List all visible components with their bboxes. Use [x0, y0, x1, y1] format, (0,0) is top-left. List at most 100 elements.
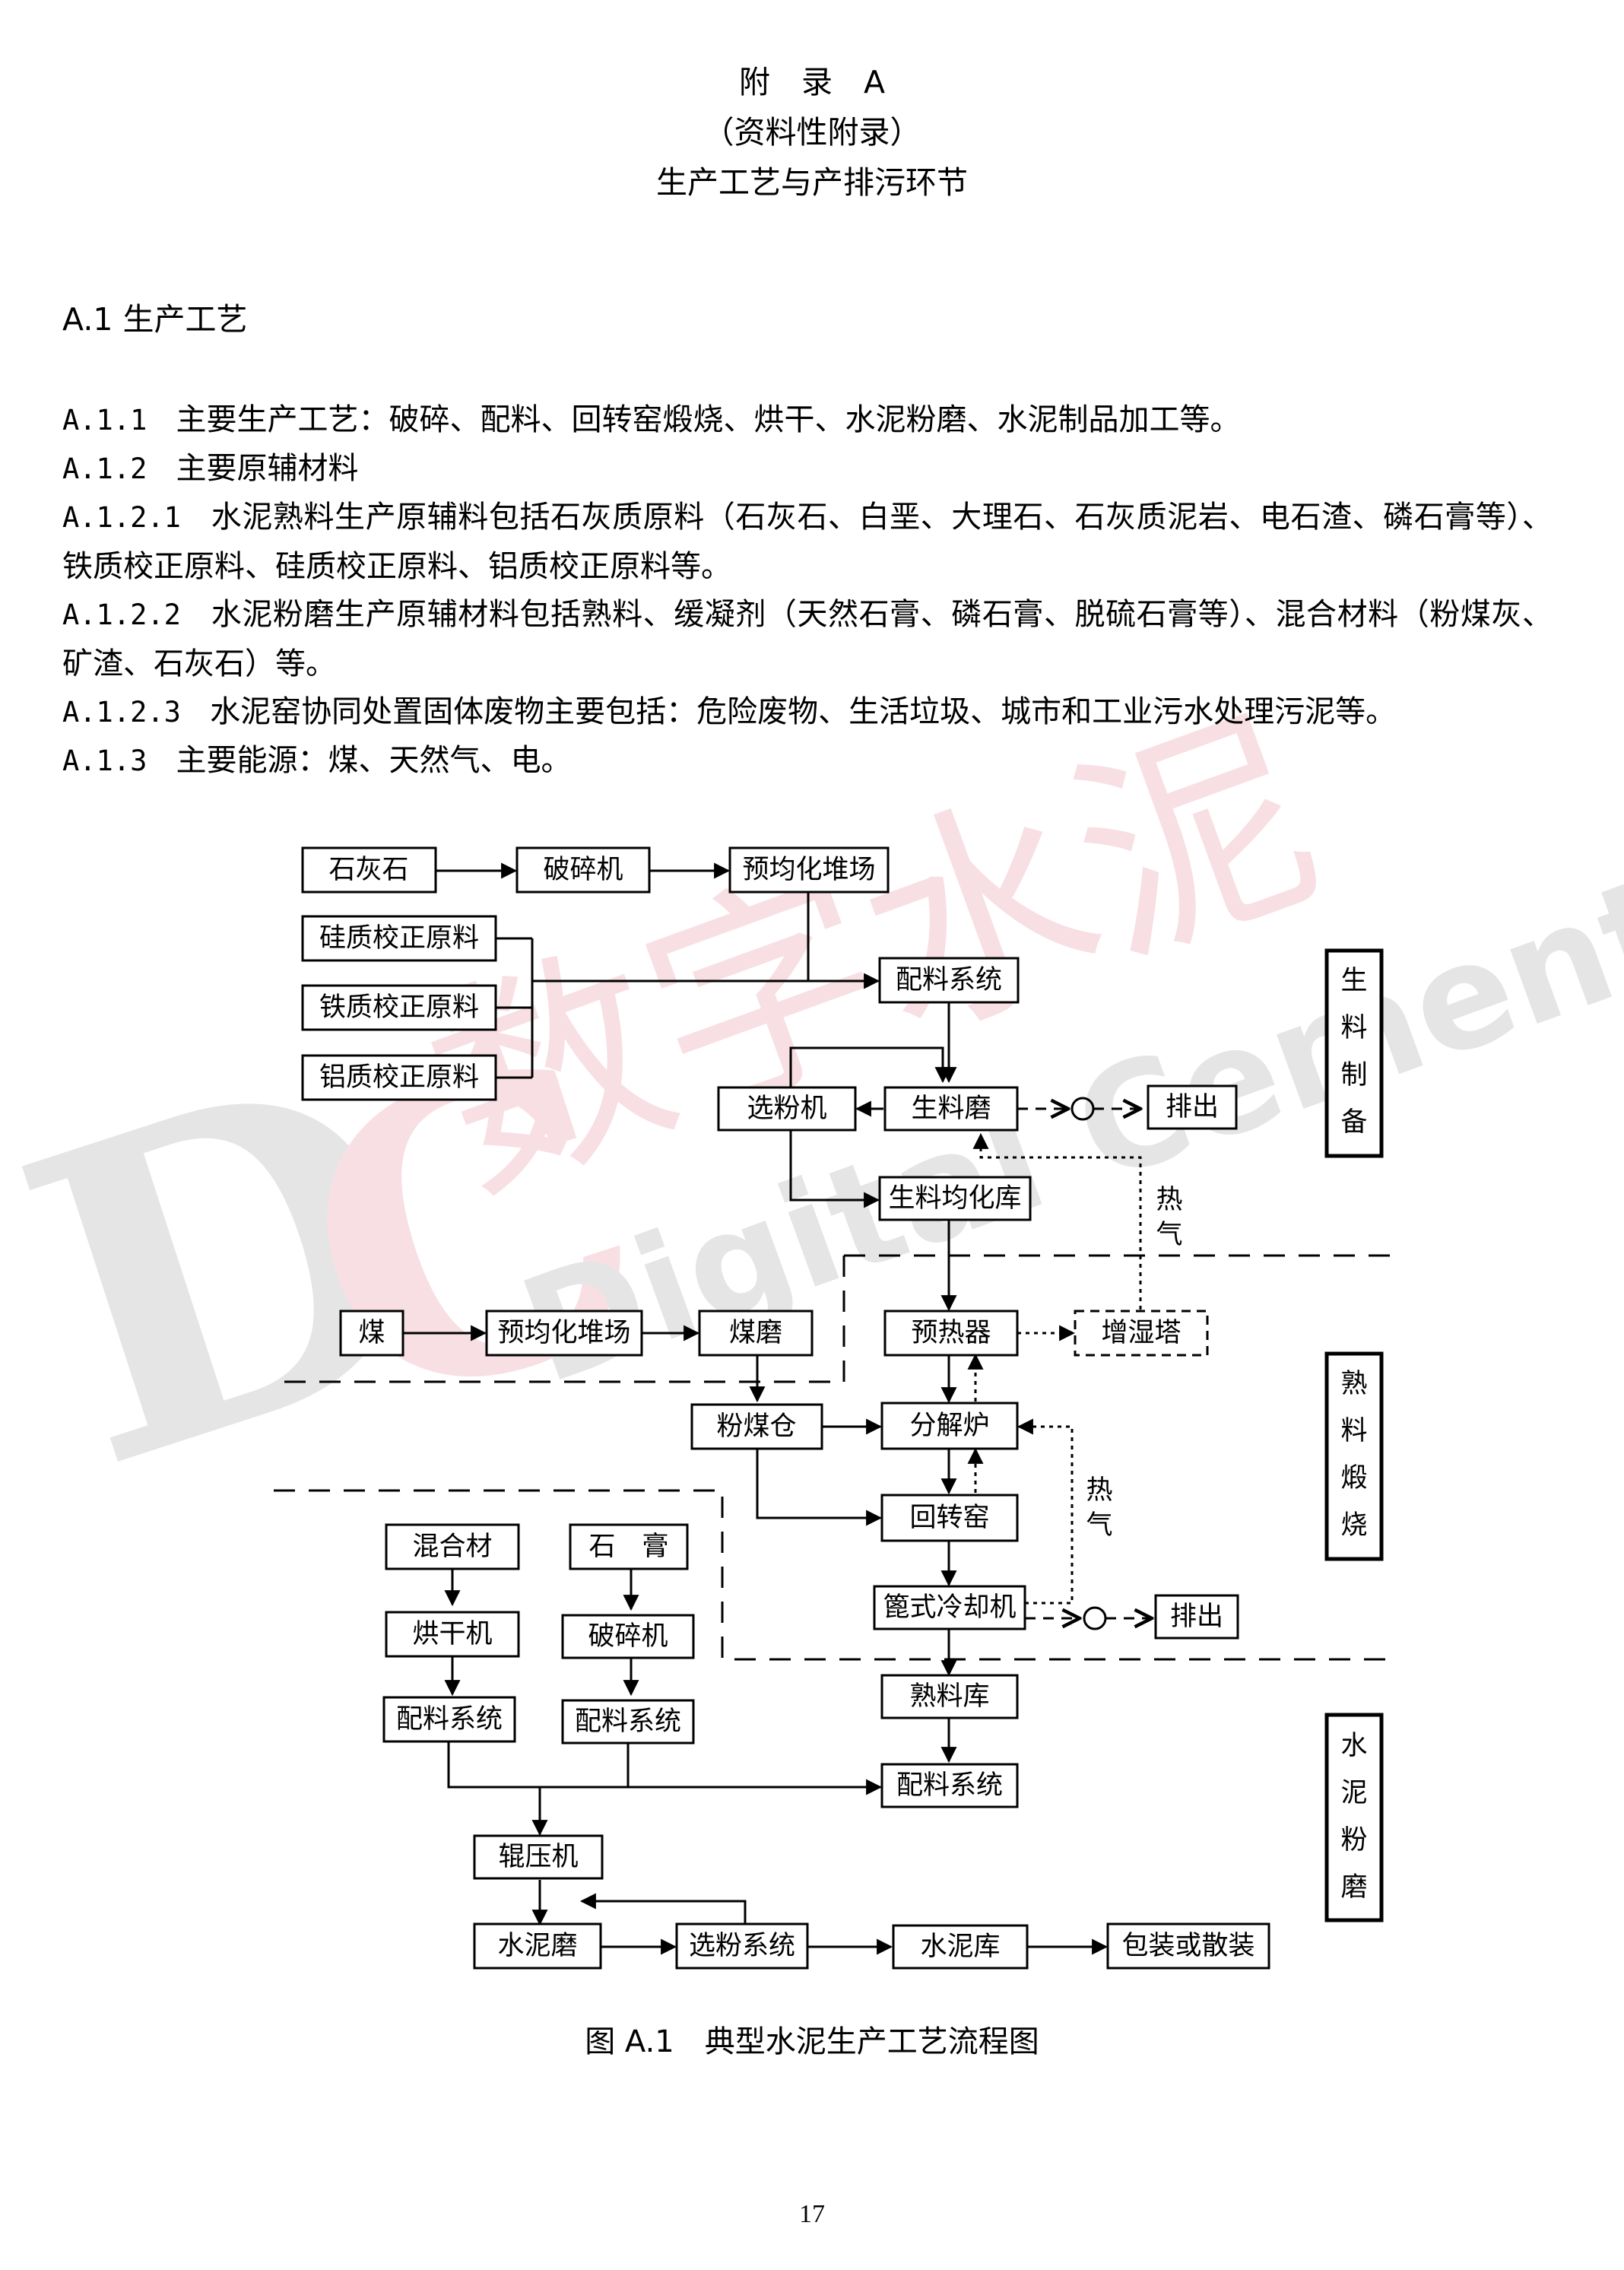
label-batching-3: 配料系统 [575, 1706, 681, 1737]
box-coal-prehomogenization [485, 1310, 643, 1357]
box-limestone [301, 846, 437, 894]
label-preheater: 预热器 [911, 1318, 991, 1348]
hot-gas-label: 气 [1156, 1220, 1182, 1250]
box-raw-meal-silo [878, 1176, 1032, 1221]
label-raw-mill: 生料磨 [911, 1094, 991, 1124]
box-coal-mill [698, 1310, 814, 1357]
label-crusher: 破碎机 [543, 855, 623, 885]
box-silica-corrective [301, 915, 497, 962]
box-crusher-2 [561, 1614, 695, 1659]
box-batching-4 [880, 1763, 1019, 1808]
label-coal: 煤 [358, 1318, 385, 1348]
stage-divider [274, 1256, 845, 1383]
paragraph: A.1.2.1 水泥熟料生产原辅料包括石灰质原料（石灰石、白垩、大理石、石灰质泥… [62, 493, 1553, 591]
label-coal-prehomogenization: 预均化堆场 [497, 1318, 630, 1348]
box-cement-mill [473, 1922, 602, 1970]
paragraph: A.1.2.2 水泥粉磨生产原辅材料包括熟料、缓凝剂（天然石膏、磷石膏、脱硫石膏… [62, 590, 1553, 688]
label-prehomogenization: 预均化堆场 [742, 855, 875, 885]
box-exhaust-2 [1154, 1594, 1239, 1640]
label-exhaust: 排出 [1166, 1092, 1219, 1122]
stage-label-raw: 生 [1340, 966, 1367, 996]
hot-gas-label: 热 [1086, 1475, 1112, 1506]
stage-label-clinker: 熟 [1340, 1369, 1367, 1399]
box-coal-bin [690, 1403, 823, 1450]
appendix-title: 生产工艺与产排污环节 [656, 164, 968, 201]
box-cement-silo [892, 1924, 1029, 1970]
label-coal-mill: 煤磨 [729, 1318, 782, 1348]
box-coal [339, 1310, 404, 1357]
label-roller-press: 辊压机 [498, 1842, 578, 1872]
label-admixture: 混合材 [412, 1532, 492, 1562]
paragraph: A.1.1 主要生产工艺：破碎、配料、回转窑煅烧、烘干、水泥粉磨、水泥制品加工等… [62, 395, 1553, 445]
box-gypsum [569, 1523, 689, 1570]
stage-box-raw [1324, 948, 1384, 1158]
paragraph-text: 水泥粉磨生产原辅材料包括熟料、缓凝剂（天然石膏、磷石膏、脱硫石膏等）、混合材料（… [62, 597, 1553, 681]
box-preheater [883, 1310, 1019, 1357]
label-crusher-2: 破碎机 [588, 1621, 668, 1652]
appendix-label: 附 录 A [738, 64, 886, 100]
paragraph-text: 主要生产工艺：破碎、配料、回转窑煅烧、烘干、水泥粉磨、水泥制品加工等。 [176, 402, 1241, 437]
box-packing [1106, 1922, 1270, 1970]
flow-arrow [789, 1129, 880, 1208]
label-calciner: 分解炉 [909, 1411, 989, 1441]
box-humidifier [1074, 1310, 1209, 1357]
label-humidifier: 增湿塔 [1101, 1318, 1181, 1348]
box-exhaust [1147, 1084, 1238, 1130]
label-cement-silo: 水泥库 [920, 1932, 1000, 1962]
paragraph-number: A.1.1 [62, 404, 147, 437]
box-dryer [385, 1611, 520, 1658]
label-silica-corrective: 硅质校正原料 [319, 923, 479, 954]
stage-label-raw: 备 [1340, 1107, 1367, 1138]
paragraph: A.1.2.3 水泥窑协同处置固体废物主要包括：危险废物、生活垃圾、城市和工业污… [62, 687, 1553, 737]
label-limestone: 石灰石 [328, 855, 408, 885]
label-separator-system: 选粉系统 [689, 1931, 795, 1961]
flow-arrow [579, 1893, 747, 1924]
stage-label-clinker: 料 [1340, 1416, 1367, 1446]
box-raw-mill [883, 1086, 1019, 1132]
paragraph-text: 水泥窑协同处置固体废物主要包括：危险废物、生活垃圾、城市和工业污水处理污泥等。 [210, 694, 1397, 729]
hot-gas-label: 气 [1086, 1510, 1112, 1541]
stage-box-grinding [1324, 1713, 1384, 1922]
stage-label-grinding: 粉 [1340, 1825, 1367, 1856]
stage-label-grinding: 泥 [1340, 1778, 1367, 1808]
paragraph-number: A.1.3 [62, 744, 147, 777]
box-separator-system [675, 1922, 809, 1970]
paragraph: A.1.2 主要原辅材料 [62, 444, 1553, 494]
label-clinker-silo: 熟料库 [909, 1681, 989, 1712]
box-prehomogenization [728, 846, 890, 894]
box-roller-press [473, 1834, 604, 1880]
box-clinker-silo [880, 1674, 1019, 1719]
stage-label-clinker: 烧 [1340, 1510, 1367, 1541]
hot-gas-line [972, 1132, 1142, 1310]
paragraph: A.1.3 主要能源：煤、天然气、电。 [62, 736, 1553, 786]
paragraph-number: A.1.2 [62, 452, 147, 485]
section-heading: A.1 生产工艺 [62, 301, 248, 338]
flow-arrow [789, 1046, 951, 1087]
label-batching: 配料系统 [896, 965, 1002, 995]
paragraph-number: A.1.2.3 [62, 696, 181, 729]
stage-label-grinding: 磨 [1340, 1872, 1367, 1903]
box-cooler [873, 1585, 1026, 1630]
stage-box-clinker [1324, 1351, 1384, 1561]
label-exhaust-2: 排出 [1170, 1602, 1223, 1632]
appendix-subtitle: （资料性附录） [703, 114, 921, 151]
flow-arrow [447, 1741, 883, 1795]
label-alumina-corrective: 铝质校正原料 [319, 1062, 479, 1093]
label-iron-corrective: 铁质校正原料 [319, 992, 479, 1023]
hot-gas-label: 热 [1156, 1185, 1182, 1215]
box-kiln [880, 1494, 1019, 1542]
fan-icon [1083, 1606, 1107, 1630]
label-batching-2: 配料系统 [396, 1704, 503, 1735]
box-batching-2 [382, 1696, 516, 1743]
box-batching-3 [561, 1699, 695, 1745]
stage-divider [274, 1489, 1391, 1661]
label-raw-meal-silo: 生料均化库 [888, 1183, 1021, 1214]
box-crusher [515, 846, 651, 894]
stage-label-clinker: 煅 [1340, 1463, 1367, 1494]
label-dryer: 烘干机 [412, 1619, 492, 1649]
stage-label-raw: 料 [1340, 1013, 1367, 1043]
box-alumina-corrective [301, 1054, 497, 1101]
fan-icon [1071, 1097, 1095, 1121]
hot-gas-line [1017, 1418, 1074, 1605]
